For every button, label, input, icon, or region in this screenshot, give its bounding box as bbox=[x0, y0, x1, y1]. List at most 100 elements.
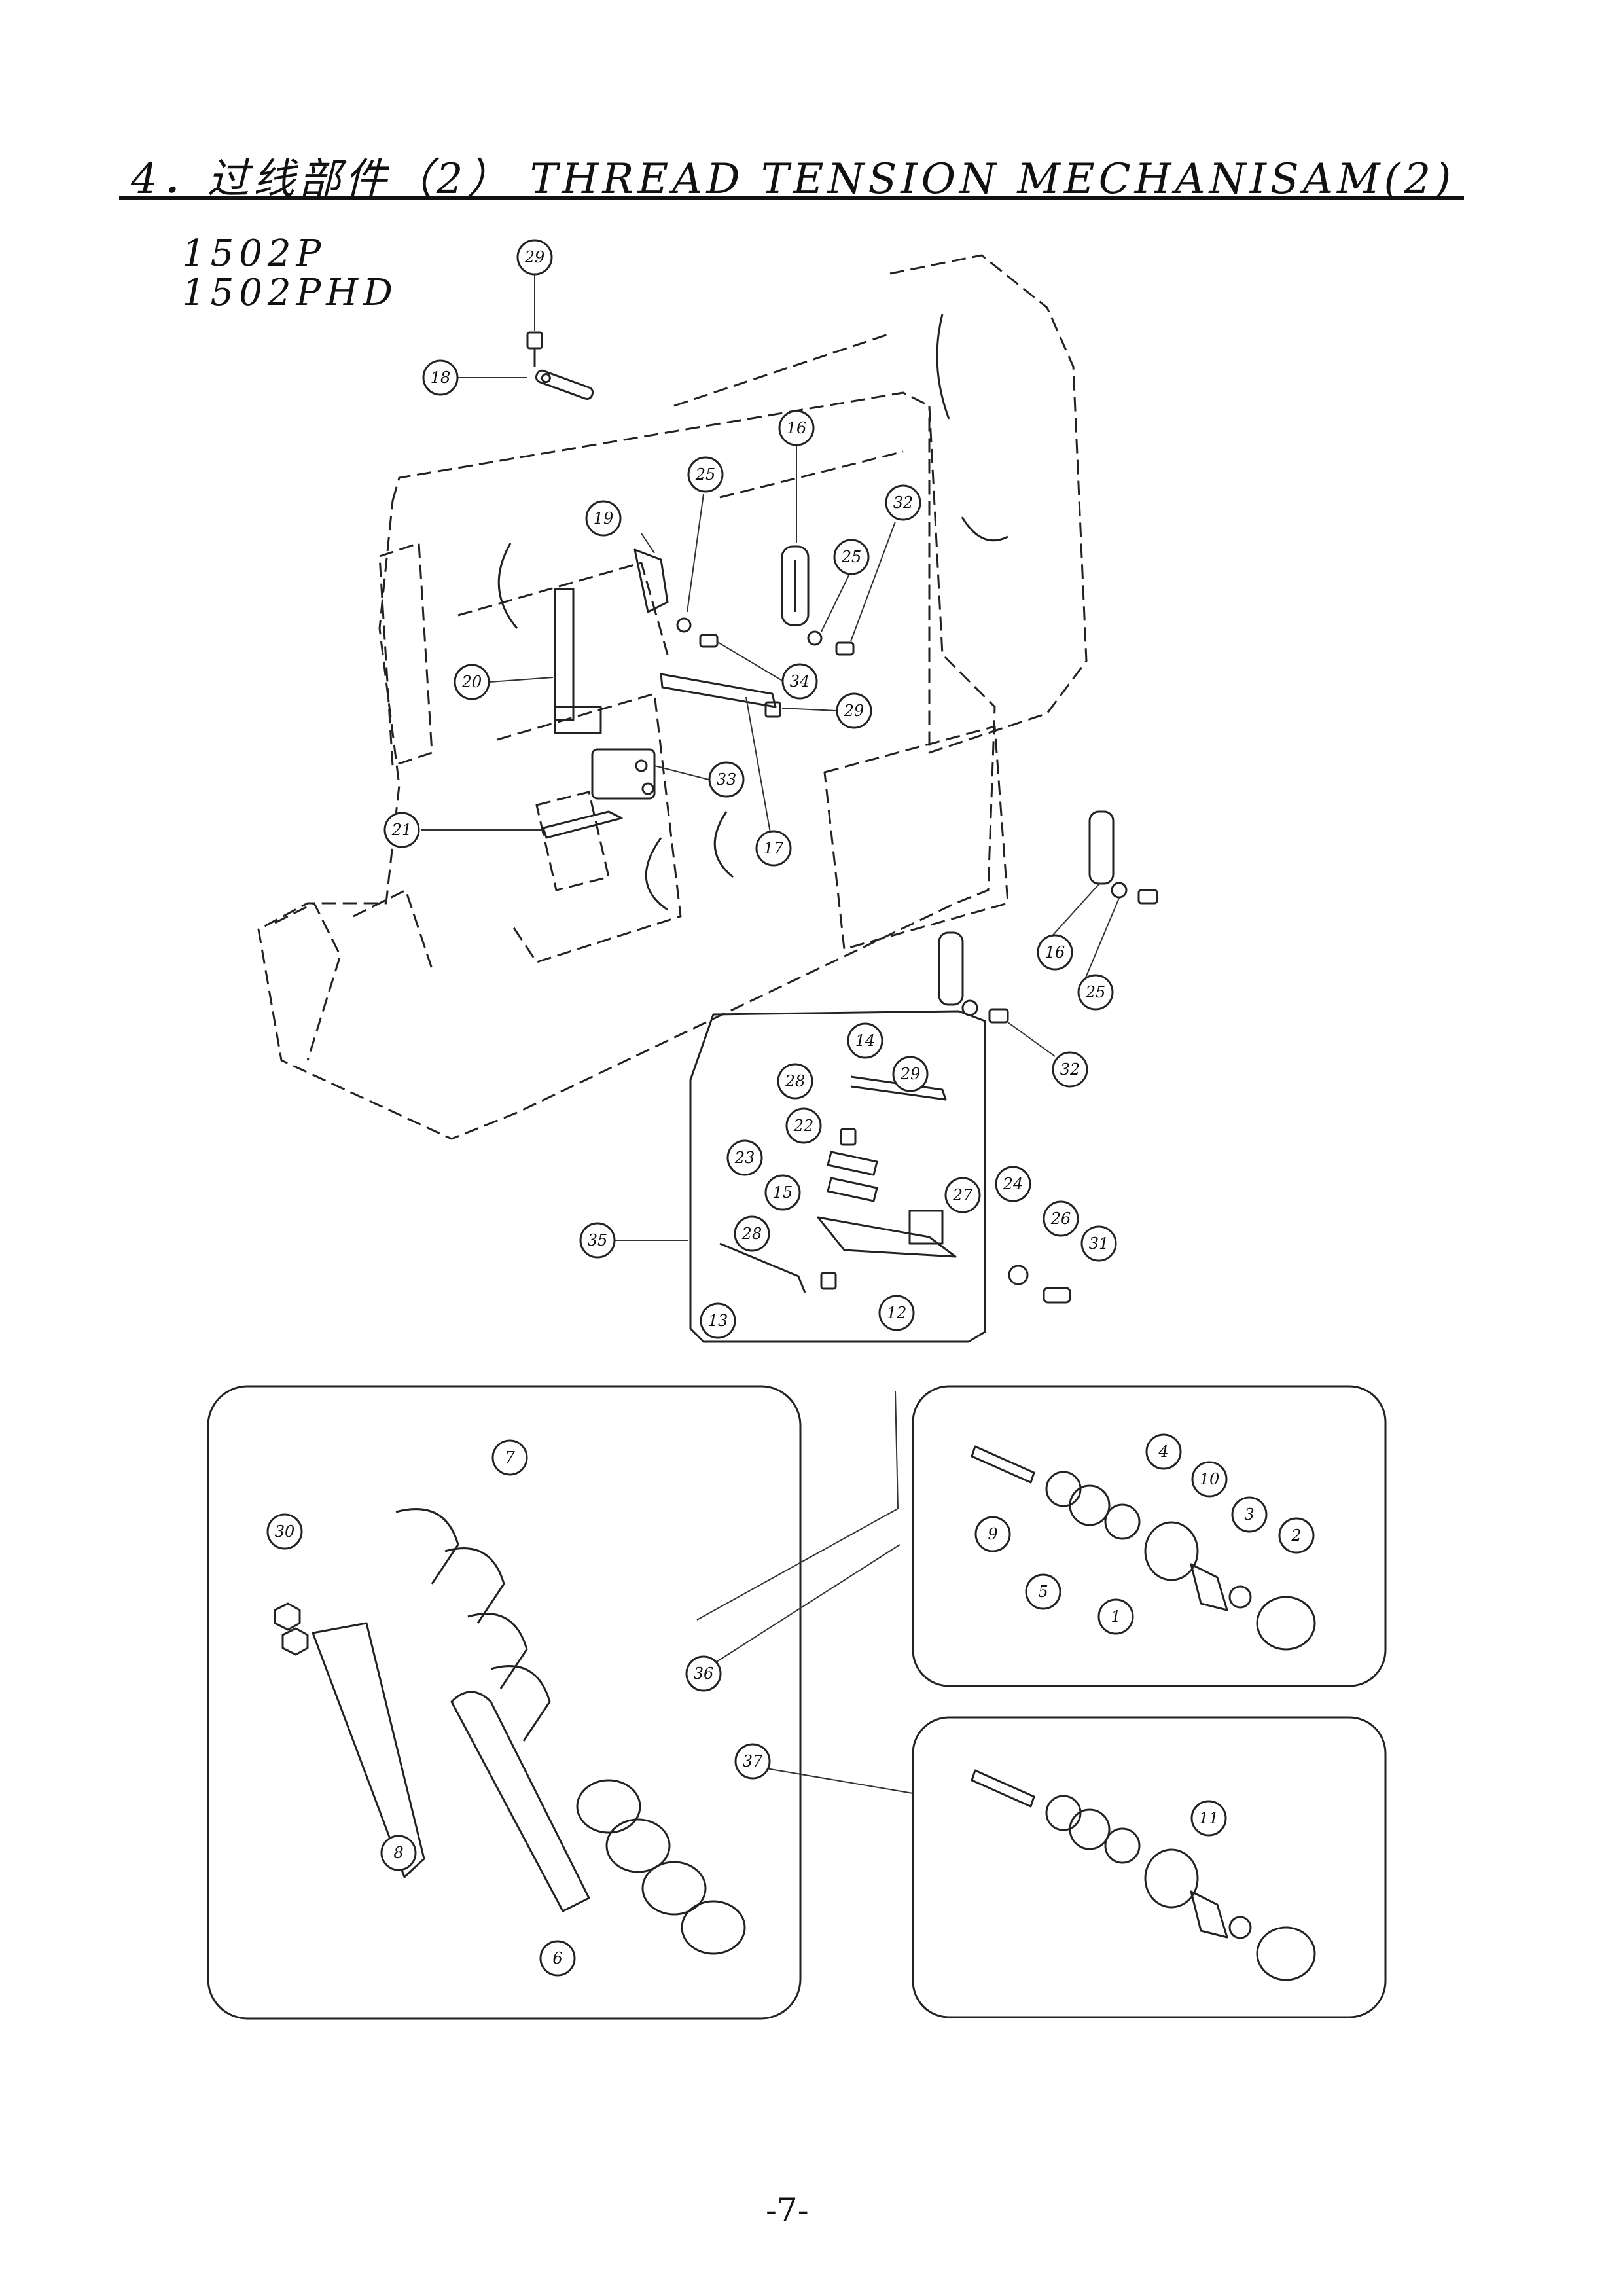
callout-label-32b: 32 bbox=[1060, 1060, 1080, 1079]
callout-label-8: 8 bbox=[393, 1844, 403, 1862]
callout-9 bbox=[974, 1516, 1011, 1552]
callout-36 bbox=[685, 1655, 722, 1692]
callout-34 bbox=[781, 663, 818, 700]
callout-13 bbox=[700, 1302, 736, 1339]
plate-33 bbox=[591, 748, 656, 800]
title-underline bbox=[119, 196, 1464, 200]
model-label-1502p: 1502P bbox=[182, 232, 327, 275]
tension-unit-a-parts bbox=[971, 1445, 1316, 1651]
tension-springs-7 bbox=[395, 1508, 551, 1742]
page-number: -7- bbox=[766, 2191, 809, 2229]
callout-label-28: 28 bbox=[785, 1072, 806, 1090]
callout-30 bbox=[266, 1513, 303, 1550]
callout-label-33: 33 bbox=[717, 770, 737, 789]
callout-8 bbox=[380, 1835, 417, 1871]
plate-8 bbox=[312, 1622, 425, 1878]
callout-21 bbox=[383, 812, 420, 848]
callout-16b bbox=[1037, 934, 1073, 971]
callout-label-16: 16 bbox=[787, 419, 807, 437]
thread-guide-16-upper bbox=[781, 545, 810, 626]
callout-label-2: 2 bbox=[1291, 1526, 1301, 1545]
callout-28 bbox=[777, 1063, 813, 1100]
callout-label-31: 31 bbox=[1089, 1234, 1109, 1253]
callout-18 bbox=[422, 359, 459, 396]
callout-label-7: 7 bbox=[505, 1448, 515, 1467]
thread-guide-16-lower-a bbox=[1088, 810, 1115, 885]
callout-label-34: 34 bbox=[790, 672, 810, 691]
callout-label-25: 25 bbox=[695, 465, 716, 484]
callout-12 bbox=[878, 1295, 915, 1331]
callout-label-26: 26 bbox=[1050, 1210, 1071, 1228]
callout-label-22: 22 bbox=[793, 1117, 814, 1135]
callout-25 bbox=[687, 456, 724, 493]
callout-7 bbox=[491, 1439, 528, 1476]
callout-33 bbox=[708, 761, 745, 798]
callout-label-3: 3 bbox=[1244, 1505, 1254, 1524]
screw-32-lower bbox=[988, 889, 1158, 1024]
thread-guide-16-lower-b bbox=[938, 931, 964, 1006]
callout-label-36: 36 bbox=[694, 1664, 714, 1683]
thread-guide-19 bbox=[633, 548, 669, 613]
callout-32b bbox=[1052, 1051, 1088, 1088]
inset-35-frame bbox=[689, 1010, 986, 1343]
assembly-35-parts bbox=[719, 1075, 1071, 1304]
callout-label-28b: 28 bbox=[741, 1225, 762, 1243]
callout-28b bbox=[734, 1215, 770, 1252]
inset-tension-unit-a-frame bbox=[912, 1385, 1387, 1687]
bracket-20 bbox=[554, 588, 602, 734]
page-title: 4．过线部件（2） THREAD TENSION MECHANISAM(2) bbox=[131, 155, 1455, 204]
callout-label-21: 21 bbox=[391, 821, 412, 839]
callout-29c bbox=[892, 1056, 929, 1092]
callout-label-1: 1 bbox=[1111, 1607, 1120, 1626]
callout-19 bbox=[585, 500, 622, 537]
inset-tension-unit-b-frame bbox=[912, 1716, 1387, 2018]
inset-tension-cluster-frame bbox=[207, 1385, 802, 2020]
callout-4 bbox=[1145, 1433, 1182, 1470]
callout-label-29c: 29 bbox=[900, 1065, 921, 1083]
callout-10 bbox=[1191, 1461, 1228, 1498]
callout-label-15: 15 bbox=[773, 1183, 793, 1202]
callout-1 bbox=[1097, 1598, 1134, 1635]
tension-units-36-37 bbox=[576, 1779, 746, 1955]
callout-label-35: 35 bbox=[588, 1231, 608, 1249]
callout-2 bbox=[1278, 1517, 1315, 1554]
callout-label-27: 27 bbox=[952, 1186, 973, 1204]
thread-guide-18 bbox=[535, 369, 594, 401]
callout-label-11: 11 bbox=[1199, 1809, 1219, 1827]
machine-body-detail bbox=[497, 314, 1008, 911]
model-label-1502phd: 1502PHD bbox=[182, 272, 398, 314]
thread-guide-17 bbox=[660, 673, 777, 708]
callout-6 bbox=[539, 1940, 576, 1977]
callout-35 bbox=[579, 1222, 616, 1259]
callout-label-37: 37 bbox=[743, 1752, 763, 1770]
callout-22 bbox=[785, 1107, 822, 1144]
callout-23 bbox=[726, 1139, 763, 1176]
plate-6 bbox=[450, 1691, 590, 1912]
callout-16 bbox=[778, 410, 815, 446]
callout-3 bbox=[1231, 1496, 1268, 1533]
callout-31 bbox=[1080, 1225, 1117, 1262]
tension-unit-b-parts bbox=[971, 1769, 1316, 1981]
callout-label-25b: 25 bbox=[841, 548, 862, 566]
callout-label-29b: 29 bbox=[844, 702, 865, 720]
callout-label-9: 9 bbox=[988, 1525, 997, 1543]
callout-label-30: 30 bbox=[275, 1522, 295, 1541]
callout-label-13: 13 bbox=[708, 1312, 728, 1330]
callout-20 bbox=[454, 664, 490, 700]
callout-markers bbox=[266, 239, 1315, 1977]
callout-5 bbox=[1025, 1573, 1061, 1610]
callout-26 bbox=[1043, 1200, 1079, 1237]
thread-guide-21 bbox=[542, 810, 623, 839]
callout-label-19: 19 bbox=[594, 509, 614, 528]
callout-label-32: 32 bbox=[893, 493, 914, 512]
screw-34 bbox=[699, 634, 719, 648]
washer-25-upper bbox=[676, 617, 823, 646]
callout-label-18: 18 bbox=[431, 368, 451, 387]
callout-label-25c: 25 bbox=[1085, 983, 1106, 1001]
callout-label-5: 5 bbox=[1038, 1583, 1048, 1601]
nut-30 bbox=[274, 1602, 309, 1656]
callout-17 bbox=[755, 830, 792, 867]
callout-37 bbox=[734, 1743, 771, 1780]
callout-29 bbox=[516, 239, 553, 276]
callout-label-20: 20 bbox=[461, 673, 482, 691]
